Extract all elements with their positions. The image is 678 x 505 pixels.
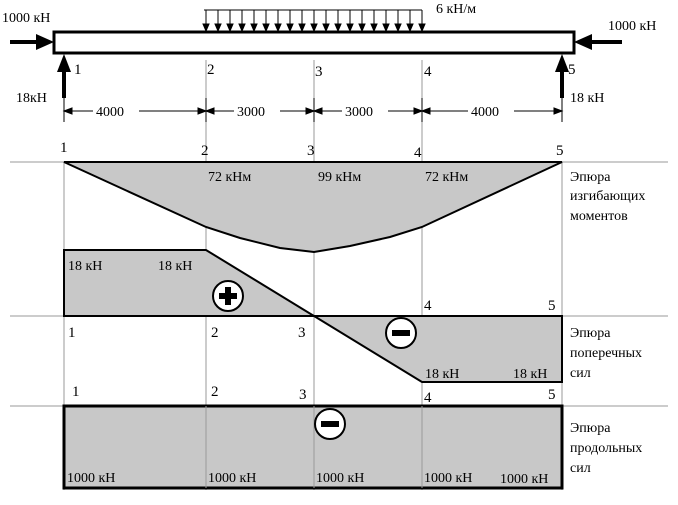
axial-node-2: 2 — [211, 384, 219, 400]
beam-node-1: 1 — [74, 62, 82, 78]
load-arrow-head — [310, 23, 318, 33]
load-arrow-head — [358, 23, 366, 33]
axial-caption-line-2: продольных — [570, 441, 642, 456]
moment-value-node-3: 99 кНм — [318, 170, 361, 185]
span-1-length: 4000 — [96, 105, 124, 120]
moment-diagram: 1 2 3 4 5 72 кНм 99 кНм 72 кНм Эпюра изг… — [10, 140, 668, 254]
load-arrow-head — [346, 23, 354, 33]
moment-value-node-2: 72 кНм — [208, 170, 251, 185]
left-force-arrow-head — [36, 34, 54, 50]
load-arrow-head — [286, 23, 294, 33]
load-arrow-head — [202, 23, 210, 33]
left-force-label: 1000 кН — [2, 11, 50, 26]
axial-value-node-4: 1000 кН — [424, 471, 472, 486]
axial-node-1: 1 — [72, 384, 80, 400]
load-arrow-head — [226, 23, 234, 33]
load-arrow-head — [298, 23, 306, 33]
shear-negative-area — [310, 315, 563, 383]
axial-node-3: 3 — [299, 387, 307, 403]
span-2-length: 3000 — [237, 105, 265, 120]
beam — [52, 30, 576, 55]
beam-node-5: 5 — [568, 62, 576, 78]
axial-node-4: 4 — [424, 390, 432, 406]
minus-sign-icon — [314, 408, 346, 440]
shear-diagram: 18 кН 18 кН 18 кН 18 кН 4 5 1 2 3 Эпюра … — [10, 249, 668, 383]
span-4-length: 4000 — [471, 105, 499, 120]
load-arrow-head — [274, 23, 282, 33]
beam-node-2: 2 — [207, 62, 215, 78]
moment-node-5: 5 — [556, 143, 564, 159]
right-reaction-arrow-head — [555, 54, 569, 72]
shear-value-node-5: 18 кН — [513, 367, 547, 382]
axial-value-node-5: 1000 кН — [500, 472, 548, 487]
plus-sign-icon — [212, 280, 244, 312]
axial-value-node-2: 1000 кН — [208, 471, 256, 486]
load-arrow-head — [418, 23, 426, 33]
shear-value-node-4: 18 кН — [425, 367, 459, 382]
load-arrow-head — [382, 23, 390, 33]
shear-node-1: 1 — [68, 325, 76, 341]
moment-caption-line-1: Эпюра — [570, 170, 611, 185]
shear-caption-line-3: сил — [570, 366, 591, 381]
moment-diagram-area — [63, 161, 563, 254]
load-arrow-head — [322, 23, 330, 33]
beam-node-4: 4 — [424, 64, 432, 80]
axial-caption-line-3: сил — [570, 461, 591, 476]
shear-node-2: 2 — [211, 325, 219, 341]
right-force-label: 1000 кН — [608, 19, 656, 34]
load-arrow-head — [214, 23, 222, 33]
shear-caption-line-1: Эпюра — [570, 326, 611, 341]
axial-diagram-area — [62, 404, 564, 490]
load-arrow-head — [262, 23, 270, 33]
distributed-load-label: 6 кН/м — [436, 2, 476, 17]
load-arrow-head — [334, 23, 342, 33]
shear-value-node-1: 18 кН — [68, 259, 102, 274]
shear-caption-line-2: поперечных — [570, 346, 642, 361]
right-force-arrow-head — [574, 34, 592, 50]
shear-value-node-2: 18 кН — [158, 259, 192, 274]
load-arrow-head — [406, 23, 414, 33]
axial-node-5: 5 — [548, 387, 556, 403]
right-reaction-label: 18 кН — [570, 91, 604, 106]
moment-caption-line-3: моментов — [570, 209, 628, 224]
moment-value-node-4: 72 кНм — [425, 170, 468, 185]
moment-node-4: 4 — [414, 145, 422, 161]
moment-node-1: 1 — [60, 140, 68, 156]
left-reaction-label: 18кН — [16, 91, 47, 106]
axial-value-node-1: 1000 кН — [67, 471, 115, 486]
axial-value-node-3: 1000 кН — [316, 471, 364, 486]
beam-node-3: 3 — [315, 64, 323, 80]
distributed-load-arrows — [202, 10, 426, 33]
left-reaction-arrow-head — [57, 54, 71, 72]
shear-node-5: 5 — [548, 298, 556, 314]
minus-sign-icon — [385, 317, 417, 349]
load-arrow-head — [250, 23, 258, 33]
span-3-length: 3000 — [345, 105, 373, 120]
shear-node-3: 3 — [298, 325, 306, 341]
moment-node-2: 2 — [201, 143, 209, 159]
shear-node-4: 4 — [424, 298, 432, 314]
load-arrow-head — [238, 23, 246, 33]
axial-caption-line-1: Эпюра — [570, 421, 611, 436]
beam-scheme: 6 кН/м 1000 кН 1000 кН 18кН 18 кН 1 2 3 … — [2, 2, 656, 122]
axial-diagram: 1 2 3 4 5 1000 кН 1000 кН 1000 кН 1000 к… — [10, 384, 668, 490]
moment-caption-line-2: изгибающих — [570, 189, 645, 204]
moment-node-3: 3 — [307, 143, 315, 159]
load-arrow-head — [394, 23, 402, 33]
load-arrow-head — [370, 23, 378, 33]
